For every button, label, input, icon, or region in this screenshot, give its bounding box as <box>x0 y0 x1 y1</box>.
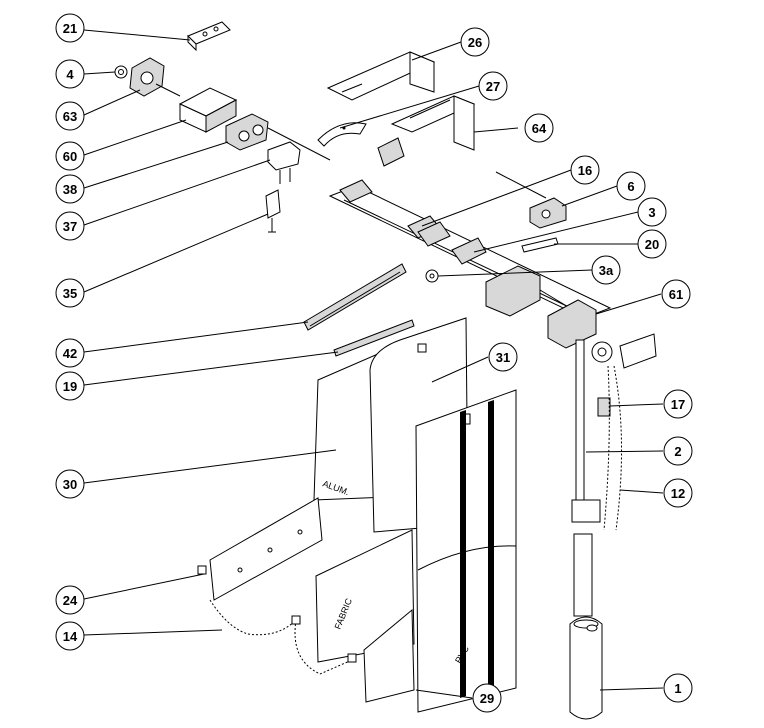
part-27-clip <box>317 122 367 147</box>
svg-text:60: 60 <box>63 149 77 164</box>
part-14-bottom-chain <box>209 599 357 675</box>
callout-38: 38 <box>55 174 85 204</box>
svg-text:3a: 3a <box>599 263 614 278</box>
part-38-gear-housing <box>225 113 331 161</box>
svg-text:20: 20 <box>645 237 659 252</box>
part-21-bracket-clip <box>187 21 231 52</box>
svg-text:21: 21 <box>63 21 77 36</box>
callout-3: 3 <box>637 197 667 227</box>
svg-text:30: 30 <box>63 477 77 492</box>
callout-16: 16 <box>570 155 600 185</box>
part-2-tilt-wand <box>571 339 601 523</box>
svg-text:12: 12 <box>671 486 685 501</box>
callout-64: 64 <box>524 113 554 143</box>
callout-27: 27 <box>478 71 508 101</box>
part-60-head-bracket <box>178 87 238 133</box>
callout-29: 29 <box>472 683 502 713</box>
callout-26: 26 <box>460 27 490 57</box>
callout-20: 20 <box>637 229 667 259</box>
svg-text:61: 61 <box>669 287 683 302</box>
svg-text:6: 6 <box>627 179 634 194</box>
svg-text:27: 27 <box>486 79 500 94</box>
part-3a-small-wheel <box>425 269 439 283</box>
callout-17: 17 <box>663 389 693 419</box>
part-19-weight-insert <box>333 319 415 357</box>
part-12-bead-chain <box>603 365 623 531</box>
callout-19: 19 <box>55 371 85 401</box>
part-head-rail <box>328 179 612 321</box>
callout-35: 35 <box>55 278 85 308</box>
leader-lines <box>83 29 664 699</box>
part-29-pvc-vane: PVC <box>415 389 517 713</box>
svg-text:42: 42 <box>63 346 77 361</box>
callout-1: 1 <box>663 673 693 703</box>
svg-text:4: 4 <box>66 67 74 82</box>
svg-text:31: 31 <box>496 350 510 365</box>
svg-text:37: 37 <box>63 219 77 234</box>
callout-6: 6 <box>616 171 646 201</box>
svg-text:1: 1 <box>674 681 681 696</box>
svg-text:64: 64 <box>532 121 547 136</box>
part-4-washer <box>114 65 128 79</box>
svg-text:38: 38 <box>63 182 77 197</box>
part-24-bottom-plate <box>197 497 323 601</box>
part-63-end-cap <box>129 57 181 97</box>
svg-text:26: 26 <box>468 35 482 50</box>
callout-12: 12 <box>663 478 693 508</box>
callout-63: 63 <box>55 101 85 131</box>
callout-3a: 3a <box>591 255 621 285</box>
callout-24: 24 <box>55 585 85 615</box>
part-42-weight-bar <box>303 263 407 331</box>
svg-text:3: 3 <box>648 205 655 220</box>
svg-text:2: 2 <box>674 444 681 459</box>
callout-21: 21 <box>55 13 85 43</box>
part-fabric-vane: FABRIC <box>315 529 415 703</box>
callout-61: 61 <box>661 279 691 309</box>
svg-text:14: 14 <box>63 629 78 644</box>
callout-31: 31 <box>488 342 518 372</box>
callout-37: 37 <box>55 211 85 241</box>
svg-text:35: 35 <box>63 286 77 301</box>
part-37-carrier <box>267 141 301 184</box>
svg-text:29: 29 <box>480 691 494 706</box>
svg-text:19: 19 <box>63 379 77 394</box>
part-1-wand <box>569 533 603 720</box>
part-26-mounting-bracket <box>326 51 436 101</box>
svg-text:17: 17 <box>671 397 685 412</box>
callout-14: 14 <box>55 621 85 651</box>
svg-text:16: 16 <box>578 163 592 178</box>
part-16-rail-carrier <box>417 221 451 247</box>
part-35-hanger <box>265 189 281 233</box>
svg-text:24: 24 <box>63 593 78 608</box>
callout-42: 42 <box>55 338 85 368</box>
svg-text:63: 63 <box>63 109 77 124</box>
callout-30: 30 <box>55 469 85 499</box>
part-20-spacer-strip <box>521 237 559 253</box>
part-6-end-piece <box>495 171 567 229</box>
part-17-chain-pulley <box>591 333 657 417</box>
callout-60: 60 <box>55 141 85 171</box>
part-61-control-end <box>485 265 597 349</box>
part-64-top-fix-bracket <box>377 95 476 167</box>
callout-2: 2 <box>663 436 693 466</box>
callout-4: 4 <box>55 59 85 89</box>
